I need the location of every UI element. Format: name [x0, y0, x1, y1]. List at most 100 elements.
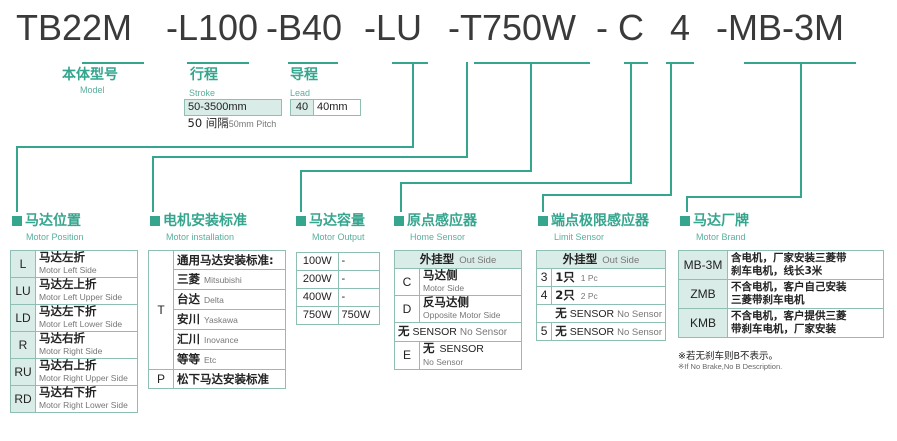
- home-zh: 反马达侧: [423, 295, 469, 309]
- install-brand-zh: 汇川: [177, 331, 200, 346]
- position-zh: 马达右下折: [39, 385, 97, 399]
- lead-subtitle: Lead: [290, 88, 311, 98]
- home-e-sensor: SENSOR: [439, 343, 484, 355]
- home-sensor-title: 原点感应器: [394, 212, 477, 230]
- position-code: RU: [10, 358, 36, 386]
- brand-desc-line1: 不含电机，客户自己安装: [731, 281, 847, 293]
- underline-home: [624, 62, 648, 64]
- limit-5-zh: 无: [555, 323, 567, 338]
- code-limit-sensor: 4: [670, 7, 691, 48]
- home-e-code: E: [394, 341, 420, 370]
- install-t-label: 通用马达安装标准:: [173, 250, 286, 270]
- position-code: R: [10, 331, 36, 359]
- brand-desc: 含电机，厂家安装三菱带刹车电机，线长3米: [727, 250, 884, 280]
- square-icon: [680, 216, 690, 226]
- square-icon: [150, 216, 160, 226]
- motor-output-subtitle: Motor Output: [312, 232, 365, 242]
- limit-none-en: No Sensor: [617, 308, 662, 320]
- brand-code: ZMB: [678, 279, 728, 309]
- home-header: 外挂型 Out Side: [394, 250, 522, 269]
- home-header-en: Out Side: [459, 254, 497, 266]
- install-p-label: 松下马达安装标准: [173, 369, 286, 389]
- install-brand-zh: 台达: [177, 291, 200, 306]
- home-sensor-subtitle: Home Sensor: [410, 232, 466, 242]
- install-brand-en: Delta: [204, 294, 224, 305]
- position-zh: 马达左下折: [39, 304, 97, 318]
- install-brand-zh: 安川: [177, 311, 200, 326]
- limit-sensor-title: 端点极限感应器: [538, 212, 649, 230]
- brand-code: KMB: [678, 308, 728, 338]
- motor-brand-title: 马达厂牌: [680, 212, 749, 230]
- connector-limit: [542, 194, 544, 212]
- home-none-en: No Sensor: [459, 327, 508, 338]
- model-subtitle: Model: [80, 85, 105, 95]
- limit-en: 1 Pc: [580, 272, 598, 283]
- connector-position: [16, 146, 18, 212]
- install-brand-en: Inovance: [204, 334, 239, 345]
- underline-limit: [666, 62, 694, 64]
- install-brand: 台达 Delta: [173, 289, 286, 310]
- output-code: 200W: [296, 270, 339, 289]
- position-code: LD: [10, 304, 36, 332]
- install-brand-zh: 三菱: [177, 271, 200, 286]
- motor-position-title-text: 马达位置: [25, 213, 81, 229]
- brand-note: ※若无刹车则B不表示。: [678, 351, 778, 362]
- home-en: Opposite Motor Side: [423, 310, 501, 320]
- lead-code: 40: [290, 99, 314, 116]
- brand-desc-line2: 带刹车电机，厂家安装: [731, 323, 836, 335]
- code-motor-brand: -MB-3M: [716, 7, 844, 48]
- lead-value: 40mm: [313, 99, 361, 116]
- lead-table: 40 40mm: [290, 99, 361, 116]
- limit-code: 4: [535, 286, 553, 305]
- underline-stroke: [187, 62, 249, 64]
- home-zh: 马达侧: [423, 268, 458, 282]
- limit-sensor-subtitle: Limit Sensor: [554, 232, 605, 242]
- position-code: LU: [10, 277, 36, 305]
- code-model: TB22M: [16, 7, 133, 48]
- output-value: -: [337, 252, 380, 271]
- brand-desc-line2: 刹车电机，线长3米: [731, 265, 823, 277]
- underline-model: [82, 62, 144, 64]
- limit-header-zh: 外挂型: [562, 251, 598, 266]
- motor-output-title: 马达容量: [296, 212, 365, 230]
- position-en: Motor Right Upper Side: [39, 373, 128, 383]
- stroke-pitch-zh: 50 间隔: [187, 115, 229, 130]
- stroke-pitch: 50 间隔50mm Pitch: [184, 115, 282, 131]
- connector-install: [152, 156, 468, 158]
- connector-output: [530, 62, 532, 172]
- stroke-title: 行程: [190, 67, 218, 83]
- model-title: 本体型号: [62, 67, 118, 83]
- output-code: 100W: [296, 252, 339, 271]
- motor-position-subtitle: Motor Position: [26, 232, 84, 242]
- limit-en: 2 Pc: [580, 290, 598, 301]
- output-code: 400W: [296, 288, 339, 307]
- motor-install-title-text: 电机安装标准: [163, 213, 247, 229]
- home-header-zh: 外挂型: [419, 251, 455, 266]
- limit-zh: 2只: [555, 287, 575, 302]
- limit-sensor-title-text: 端点极限感应器: [551, 213, 649, 229]
- install-brand-en: Etc: [204, 354, 217, 365]
- limit-none-sensor: SENSOR: [569, 307, 615, 320]
- position-en: Motor Left Side: [39, 265, 97, 275]
- connector-brand: [800, 62, 802, 198]
- connector-install: [466, 62, 468, 158]
- connector-home: [400, 182, 402, 212]
